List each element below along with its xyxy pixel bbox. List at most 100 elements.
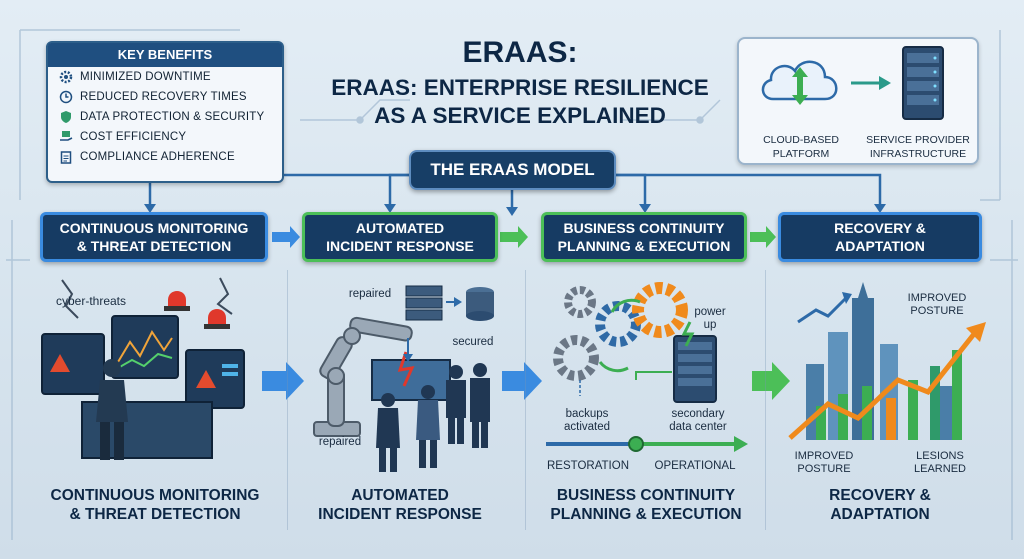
bottom-label-continuity: BUSINESS CONTINUITY PLANNING & EXECUTION — [536, 486, 756, 524]
stage-line: ADAPTATION — [835, 238, 925, 254]
clipboard-icon — [58, 149, 74, 165]
backups-activated-label: backups activated — [552, 408, 622, 434]
alarm-light-icon — [204, 309, 230, 329]
stage-line: CONTINUOUS MONITORING — [59, 220, 249, 236]
label-line: INCIDENT RESPONSE — [318, 506, 482, 523]
stage-recovery: RECOVERY & ADAPTATION — [778, 212, 982, 262]
label-line: ADAPTATION — [830, 506, 930, 523]
label-line: power — [694, 306, 726, 318]
alert-bolt-icon — [397, 351, 415, 387]
money-hand-icon — [58, 129, 74, 145]
server-rack-icon — [902, 46, 944, 120]
label-line: backups — [565, 408, 609, 420]
secondary-data-center-label: secondary data center — [652, 408, 744, 434]
key-benefits-heading: KEY BENEFITS — [48, 43, 282, 67]
monitoring-scene — [41, 277, 245, 460]
eraas-model-label: THE ERAAS MODEL — [409, 150, 616, 190]
page-title: ERAAS: — [462, 36, 578, 69]
response-team — [376, 363, 490, 472]
stage-monitoring: CONTINUOUS MONITORING & THREAT DETECTION — [40, 212, 268, 262]
benefit-item: REDUCED RECOVERY TIMES — [58, 87, 282, 107]
stage-business-continuity: BUSINESS CONTINUITY PLANNING & EXECUTION — [541, 212, 747, 262]
benefit-label: DATA PROTECTION & SECURITY — [80, 111, 265, 123]
page-subtitle: ERAAS: ENTERPRISE RESILIENCE AS A SERVIC… — [300, 74, 740, 130]
label-line: BUSINESS CONTINUITY — [556, 487, 736, 504]
label-line: & THREAT DETECTION — [69, 506, 241, 523]
benefit-label: COMPLIANCE ADHERENCE — [80, 151, 235, 163]
benefit-label: REDUCED RECOVERY TIMES — [80, 91, 247, 103]
service-provider-caption: SERVICE PROVIDER INFRASTRUCTURE — [857, 133, 979, 161]
repaired-label-bottom: repaired — [318, 436, 362, 448]
improved-posture-label-top: IMPROVED POSTURE — [906, 292, 968, 318]
benefit-item: COST EFFICIENCY — [58, 127, 282, 147]
power-bolt-icon — [681, 321, 695, 347]
cloud-icon — [761, 60, 838, 105]
label-line: LESIONS — [916, 450, 964, 462]
growth-bars — [816, 350, 962, 440]
stage-incident-response: AUTOMATED INCIDENT RESPONSE — [302, 212, 498, 262]
bottom-label-monitoring: CONTINUOUS MONITORING & THREAT DETECTION — [40, 486, 270, 524]
cyber-threats-label: cyber-threats — [55, 294, 127, 308]
stage-line: BUSINESS CONTINUITY — [563, 220, 725, 236]
screen-icon — [371, 359, 451, 401]
power-up-label: power up — [688, 306, 732, 332]
caption-line: INFRASTRUCTURE — [869, 148, 967, 160]
clock-icon — [58, 89, 74, 105]
label-line: up — [703, 319, 717, 331]
wall-crack-icon — [61, 277, 233, 319]
bottom-label-incident-response: AUTOMATED INCIDENT RESPONSE — [300, 486, 500, 524]
stage-line: & THREAT DETECTION — [76, 238, 232, 254]
key-benefits-panel: KEY BENEFITS MINIMIZED DOWNTIME REDUCED … — [46, 41, 284, 183]
alarm-light-icon — [164, 291, 190, 311]
server-stack-icon — [405, 285, 443, 321]
panel-divider — [765, 270, 766, 530]
shield-icon — [58, 109, 74, 125]
label-line: data center — [669, 421, 727, 433]
benefit-item: COMPLIANCE ADHERENCE — [58, 147, 282, 167]
label-line: AUTOMATED — [351, 487, 449, 504]
lessons-learned-label: LESIONS LEARNED — [900, 450, 980, 476]
label-line: POSTURE — [797, 463, 851, 475]
bottom-label-recovery: RECOVERY & ADAPTATION — [780, 486, 980, 524]
secured-label: secured — [452, 336, 494, 348]
operational-label: OPERATIONAL — [654, 460, 736, 472]
trend-line — [797, 296, 848, 324]
subtitle-line-1: ERAAS: ENTERPRISE RESILIENCE — [331, 75, 709, 100]
benefit-label: MINIMIZED DOWNTIME — [80, 71, 211, 83]
label-line: IMPROVED — [907, 292, 967, 304]
timeline-marker — [628, 436, 644, 452]
panel-divider — [287, 270, 288, 530]
incident-response-scene — [313, 285, 494, 472]
stage-line: INCIDENT RESPONSE — [326, 238, 474, 254]
restoration-label: RESTORATION — [547, 460, 629, 472]
robot-arm-icon — [313, 316, 413, 437]
infrastructure-panel: CLOUD-BASED PLATFORM SERVICE PROVIDER IN… — [737, 37, 979, 165]
database-icon — [466, 287, 494, 321]
repaired-label-top: repaired — [348, 288, 392, 300]
cloud-platform-caption: CLOUD-BASED PLATFORM — [745, 133, 857, 161]
monitor-wall — [41, 315, 245, 409]
arrow-right-icon — [851, 76, 891, 90]
label-line: activated — [563, 421, 611, 433]
benefit-item: MINIMIZED DOWNTIME — [58, 67, 282, 87]
operator-figure — [96, 359, 128, 460]
label-line: RECOVERY & — [829, 487, 931, 504]
stage-line: PLANNING & EXECUTION — [557, 238, 731, 254]
benefit-label: COST EFFICIENCY — [80, 131, 187, 143]
benefit-item: DATA PROTECTION & SECURITY — [58, 107, 282, 127]
stage-line: RECOVERY & — [834, 220, 926, 236]
label-line: LEARNED — [914, 463, 966, 475]
continuity-scene — [546, 282, 748, 452]
stage-line: AUTOMATED — [355, 220, 445, 236]
label-line: CONTINUOUS MONITORING — [50, 487, 260, 504]
growth-arrow — [788, 332, 976, 440]
caption-line: PLATFORM — [772, 148, 830, 160]
label-line: IMPROVED — [794, 450, 854, 462]
subtitle-line-2: AS A SERVICE EXPLAINED — [374, 103, 666, 128]
label-line: PLANNING & EXECUTION — [550, 506, 742, 523]
caption-line: CLOUD-BASED — [763, 134, 839, 146]
gear-cluster-icon — [553, 282, 688, 381]
server-icon — [673, 335, 717, 403]
label-line: secondary — [671, 408, 725, 420]
